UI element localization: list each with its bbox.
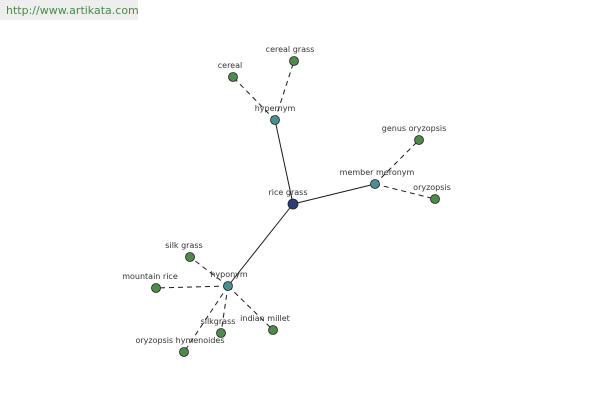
edge-hyponym-to-mountain-rice [155,285,229,289]
node-hypernym[interactable] [270,115,280,125]
node-mountain-rice[interactable] [151,283,161,293]
edge-rice-grass-to-member-meronym [292,183,376,205]
label-oryzopsis-hymenoides[interactable]: oryzopsis hymenoides [135,336,224,345]
edge-rice-grass-to-hyponym [227,203,294,287]
label-member-meronym[interactable]: member meronym [340,168,415,177]
nodes-layer [151,56,440,357]
node-genus-oryzopsis[interactable] [414,135,424,145]
edge-hyponym-to-oryzopsis-hymenoides [183,285,229,353]
label-hyponym[interactable]: hyponym [210,270,248,279]
watermark-text: http://www.artikata.com [6,4,139,17]
labels-layer: rice grass hypernym member meronym hyponym c… [122,45,451,345]
label-cereal[interactable]: cereal [218,61,242,70]
node-silkgrass[interactable] [216,328,226,338]
label-mountain-rice[interactable]: mountain rice [122,272,178,281]
label-genus-oryzopsis[interactable]: genus oryzopsis [382,124,447,133]
edge-hyponym-to-silk-grass [189,256,229,287]
node-member-meronym[interactable] [370,179,380,189]
edge-hypernym-to-cereal-grass [274,60,295,121]
node-indian-millet[interactable] [268,325,278,335]
node-oryzopsis-hymenoides[interactable] [179,347,189,357]
edges-layer [155,60,436,353]
label-rice-grass[interactable]: rice grass [269,188,308,197]
node-rice-grass[interactable] [287,198,299,210]
edge-hyponym-to-silkgrass [220,285,229,334]
label-indian-millet[interactable]: indian millet [240,314,290,323]
label-oryzopsis[interactable]: oryzopsis [413,183,451,192]
node-cereal-grass[interactable] [289,56,299,66]
edge-member-meronym-to-genus-oryzopsis [374,139,420,185]
label-silkgrass[interactable]: silkgrass [201,317,236,326]
edge-hypernym-to-cereal [232,76,276,121]
edge-hyponym-to-indian-millet [227,285,274,331]
node-hyponym[interactable] [223,281,233,291]
label-cereal-grass[interactable]: cereal grass [266,45,315,54]
node-silk-grass[interactable] [185,252,195,262]
edge-rice-grass-to-hypernym [274,119,294,205]
label-silk-grass[interactable]: silk grass [165,241,202,250]
watermark-banner: http://www.artikata.com [0,0,139,20]
edge-member-meronym-to-oryzopsis [374,183,436,200]
label-hypernym[interactable]: hypernym [255,104,296,113]
node-cereal[interactable] [228,72,238,82]
node-oryzopsis[interactable] [430,194,440,204]
